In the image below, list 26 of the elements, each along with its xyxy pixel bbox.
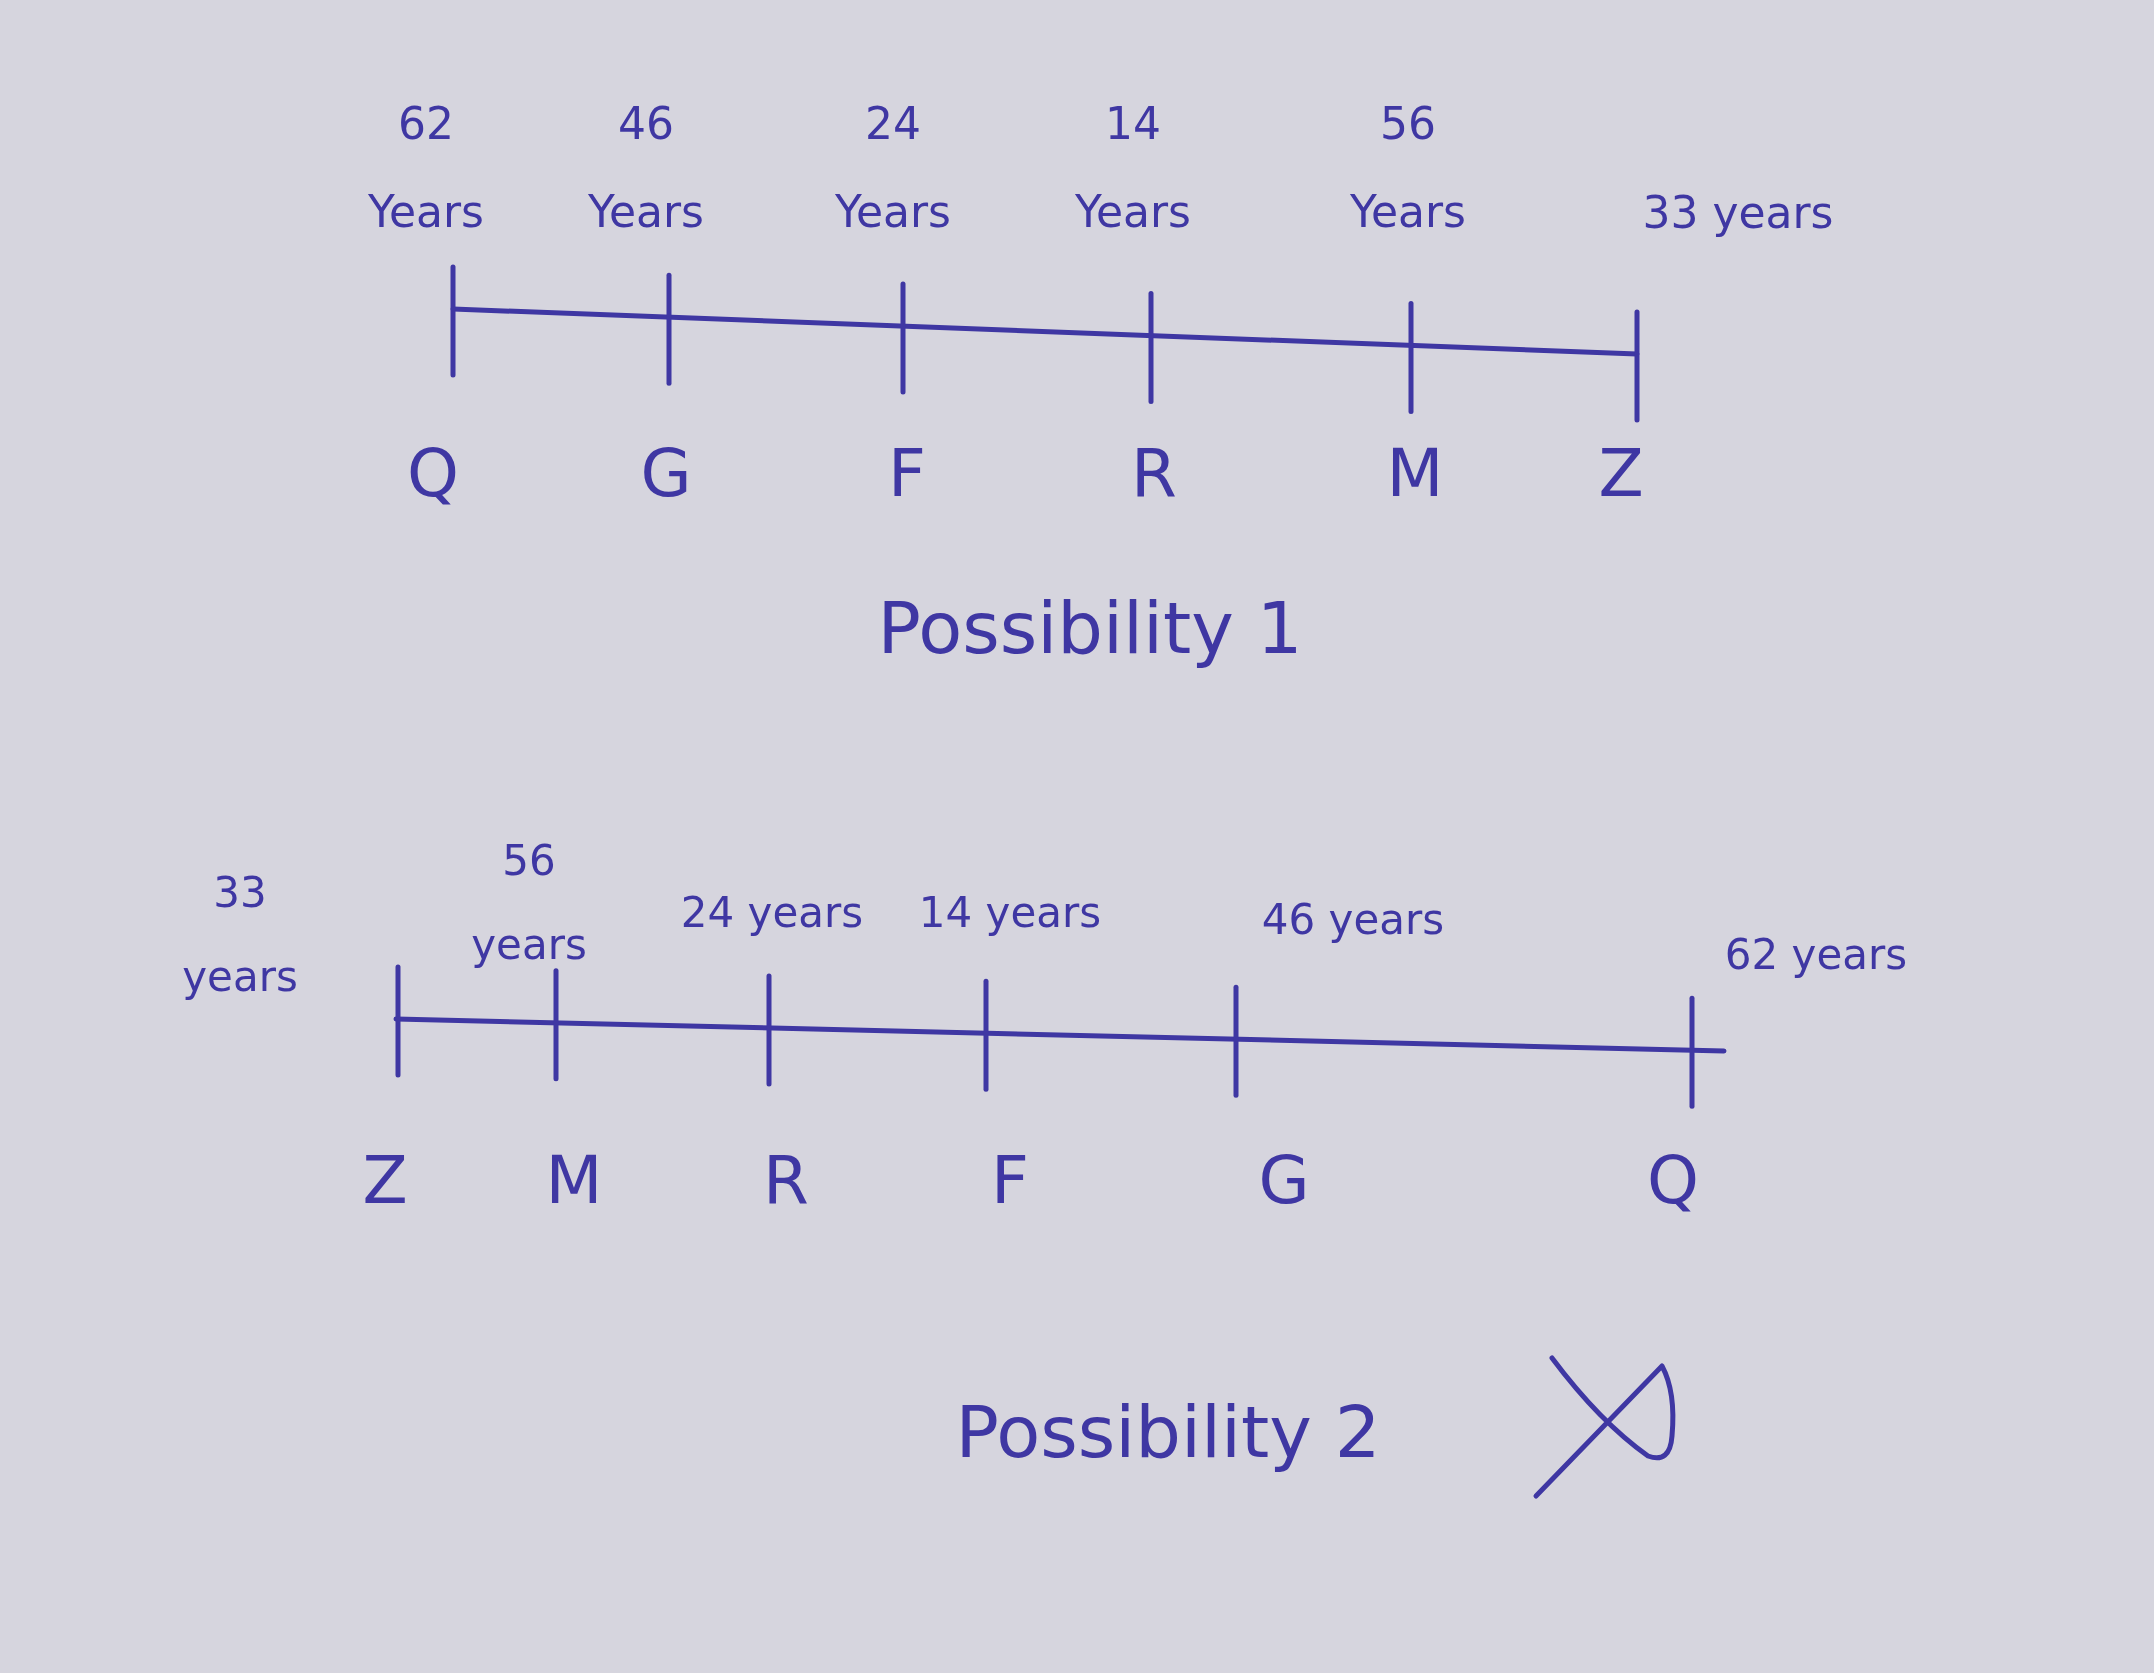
point-label: F — [888, 436, 926, 512]
point-label: Z — [362, 1143, 408, 1219]
tick-label: 33 years — [182, 867, 298, 1003]
point-label: Z — [1598, 436, 1644, 512]
caption: Possibility 2 — [955, 1390, 1381, 1474]
tick-label: 33 years — [1642, 187, 1834, 239]
point-label: Q — [407, 436, 459, 512]
tick-label: 46 Years — [587, 97, 705, 239]
tick-label: 24 years — [680, 888, 864, 938]
tick-label: 14 years — [918, 888, 1102, 938]
point-label: F — [991, 1143, 1029, 1219]
tick-label: 56 years — [471, 835, 587, 971]
point-label: M — [545, 1143, 603, 1219]
point-label: G — [640, 436, 692, 512]
tick-label: 62 Years — [367, 97, 485, 239]
caption: Possibility 1 — [877, 586, 1303, 670]
point-label: Q — [1647, 1143, 1699, 1219]
point-label: M — [1386, 436, 1444, 512]
point-label: R — [763, 1143, 809, 1219]
tick-label: 56 Years — [1349, 97, 1467, 239]
point-label: R — [1131, 436, 1177, 512]
point-label: G — [1258, 1143, 1310, 1219]
tick-label: 62 years — [1724, 930, 1908, 980]
tick-label: 46 years — [1261, 895, 1445, 945]
tick-label: 24 Years — [834, 97, 952, 239]
tick-label: 14 Years — [1074, 97, 1192, 239]
